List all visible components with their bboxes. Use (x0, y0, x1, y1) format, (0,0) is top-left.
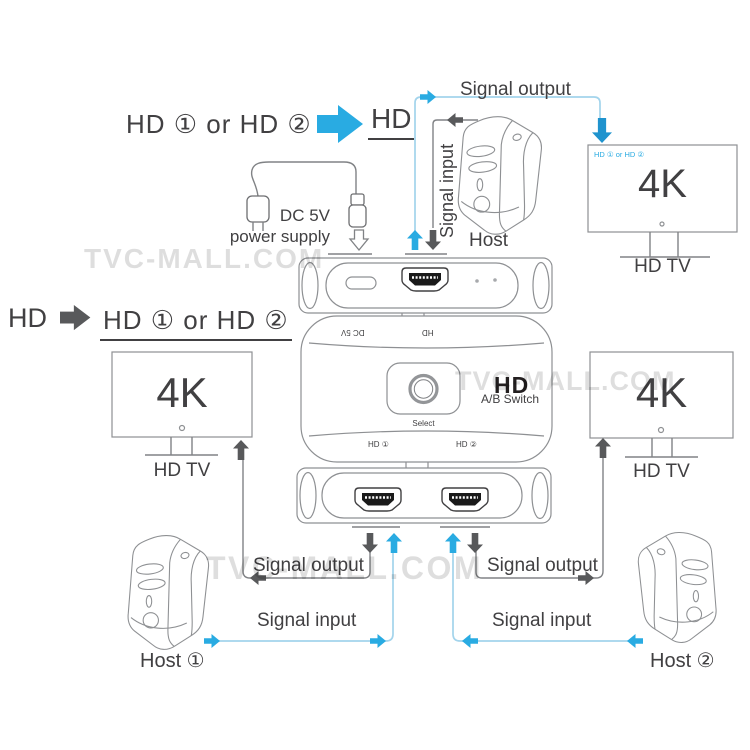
tv-left-label: HD TV (153, 460, 211, 481)
power-supply-line1: DC 5V (279, 206, 330, 225)
power-supply-cable (246, 161, 370, 252)
signal-input-left-label: Signal input (257, 610, 357, 631)
formula-left-lhs: HD (8, 303, 47, 333)
signal-output-path-right (467, 438, 611, 585)
hdmi-output-port-2-icon (440, 486, 490, 513)
signal-left-arrow-icon (462, 634, 478, 648)
signal-input-path-top (425, 113, 478, 250)
usb-c-connector-icon (348, 193, 367, 228)
signal-up-arrow-icon (445, 533, 461, 553)
dc-power-port-icon (345, 276, 377, 290)
signal-input-right-label: Signal input (492, 610, 592, 631)
switch-port2-label: HD ② (456, 440, 477, 449)
tv-top-right (587, 144, 738, 258)
led-indicator-icon (475, 279, 479, 283)
switch-rear-hd-label: HD (422, 328, 434, 337)
switch-hd-logo: HD (494, 372, 530, 398)
blue-right-arrow-icon (317, 105, 363, 143)
host-1-console-icon (127, 535, 210, 650)
power-supply-label: DC 5V power supply (218, 205, 330, 247)
tv-top-label: HD TV (634, 256, 691, 277)
switch-top-view (300, 315, 553, 471)
host-console-icon (457, 116, 543, 235)
signal-input-path-left (204, 533, 402, 648)
signal-output-path-top (407, 90, 612, 250)
signal-input-top-label: Signal input (437, 143, 457, 238)
plug-in-arrow-icon (348, 229, 370, 252)
tv-left-screen-text: 4K (156, 369, 208, 416)
signal-output-left-label: Signal output (253, 555, 364, 576)
signal-output-right-label: Signal output (487, 555, 598, 576)
signal-up-arrow-icon (386, 533, 402, 553)
led-indicator-icon (493, 278, 497, 282)
signal-up-arrow-icon (407, 230, 423, 250)
signal-right-arrow-icon (204, 634, 220, 648)
signal-up-arrow-icon (595, 438, 611, 458)
signal-right-arrow-icon (370, 634, 386, 648)
signal-input-path-right (445, 533, 643, 648)
signal-left-arrow-icon (447, 113, 463, 127)
formula-top-lhs: HD ① or HD ② (126, 109, 312, 139)
switch-front-view (296, 467, 552, 524)
signal-down-arrow-icon (592, 118, 612, 143)
switch-logo-sub-label: A/B Switch (481, 392, 540, 406)
signal-down-arrow-icon (467, 533, 483, 553)
power-supply-line2: power supply (229, 227, 330, 246)
tv-top-screen-text: 4K (638, 162, 687, 206)
formula-left-rhs: HD ① or HD ② (100, 305, 292, 341)
tv-right-label: HD TV (633, 461, 690, 482)
hdmi-output-port-1-icon (353, 486, 403, 513)
signal-output-top-label: Signal output (460, 79, 571, 100)
host-2-console-icon (637, 531, 717, 644)
signal-left-arrow-icon (627, 634, 643, 648)
power-plug-icon (246, 195, 270, 231)
switch-rear-dc-label: DC 5V (341, 328, 365, 337)
host-top-label: Host (469, 230, 509, 251)
tv-left (111, 351, 253, 456)
select-button-label: Select (412, 419, 435, 428)
signal-output-path-left (233, 440, 378, 585)
switch-rear-view (298, 257, 553, 320)
signal-up-arrow-icon (233, 440, 249, 460)
switch-port1-label: HD ① (368, 440, 389, 449)
tv-osd-text: HD ① or HD ② (594, 150, 645, 159)
signal-right-arrow-icon (420, 90, 436, 104)
host-1-label: Host ① (140, 650, 205, 672)
hdmi-input-port-icon (400, 266, 450, 293)
tv-right (589, 351, 734, 458)
formula-top-rhs: HD (368, 103, 415, 140)
host-2-label: Host ② (650, 650, 715, 672)
signal-down-arrow-icon (362, 533, 378, 553)
select-button (386, 362, 461, 415)
gray-right-arrow-icon (60, 305, 91, 331)
tv-right-screen-text: 4K (635, 369, 688, 416)
